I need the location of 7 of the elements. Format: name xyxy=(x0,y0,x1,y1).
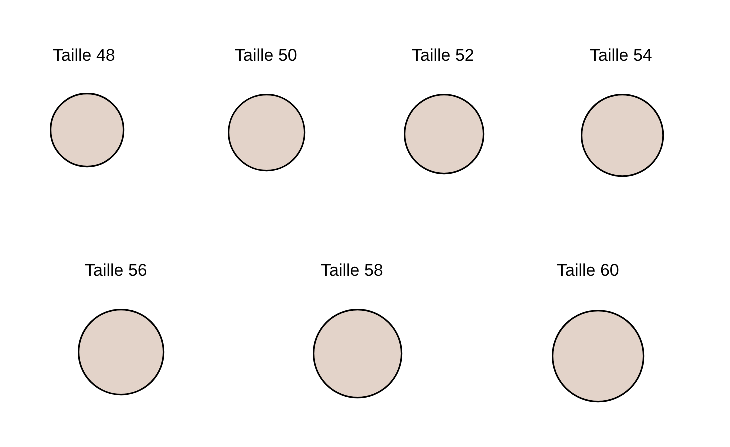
size-label: Taille 60 xyxy=(556,261,620,281)
size-label: Taille 58 xyxy=(320,261,384,281)
size-label: Taille 50 xyxy=(234,46,298,66)
size-label: Taille 52 xyxy=(412,46,474,66)
size-label: Taille 54 xyxy=(590,46,652,66)
size-label: Taille 48 xyxy=(52,46,116,66)
size-label: Taille 56 xyxy=(84,261,148,281)
